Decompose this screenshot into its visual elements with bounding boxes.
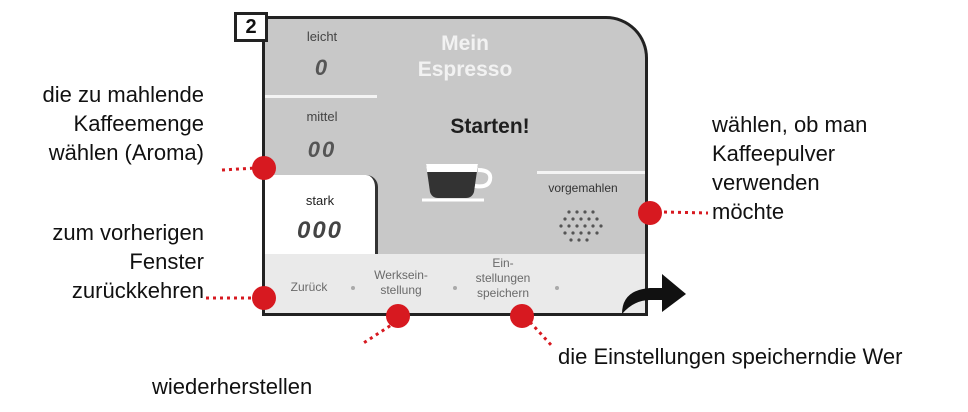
- callout-ground-line-1: wählen, ob man: [712, 112, 868, 137]
- marker-factory-reset: [386, 304, 410, 328]
- save-settings-line-1: Ein-: [492, 256, 514, 270]
- callout-back-line-3: zurückkehren: [71, 278, 204, 303]
- aroma-option-leicht[interactable]: leicht 0: [265, 19, 379, 97]
- callout-aroma: die zu mahlende Kaffeemenge wählen (Arom…: [8, 80, 204, 167]
- callout-ground-line-4: möchte: [712, 199, 785, 224]
- callout-ground-line-3: verwenden: [712, 170, 820, 195]
- aroma-label-leicht: leicht: [306, 29, 338, 44]
- separator-dot: [453, 286, 457, 290]
- marker-save-settings: [510, 304, 534, 328]
- coffee-cup-icon[interactable]: [420, 154, 500, 204]
- callout-save: die Einstellungen speicherndie Wer: [558, 344, 903, 369]
- bean-icon-two: 00: [307, 137, 337, 162]
- separator-dot: [351, 286, 355, 290]
- aroma-option-stark[interactable]: stark 000: [265, 175, 378, 255]
- device-screen: leicht 0 mittel 00 stark 000 Mein Espres…: [262, 16, 648, 316]
- marker-ground-coffee: [638, 201, 662, 225]
- save-settings-button[interactable]: Ein- stellungen speichern: [461, 256, 545, 301]
- aroma-label-stark: stark: [305, 193, 335, 208]
- ground-coffee-icon[interactable]: [557, 204, 609, 244]
- bean-icon-three: 000: [296, 217, 344, 244]
- callout-back-line-2: Fenster: [129, 249, 204, 274]
- marker-aroma: [252, 156, 276, 180]
- factory-reset-line-2: stellung: [380, 283, 422, 297]
- forward-arrow-icon[interactable]: [620, 268, 688, 316]
- back-button[interactable]: Zurück: [290, 280, 328, 294]
- marker-back: [252, 286, 276, 310]
- separator-dot: [555, 286, 559, 290]
- callout-restore: wiederherstellen: [152, 374, 313, 399]
- callout-ground-coffee: wählen, ob man Kaffeepulver verwenden mö…: [712, 110, 942, 226]
- title-line-1: Mein: [441, 32, 489, 55]
- callout-ground-line-2: Kaffeepulver: [712, 141, 836, 166]
- factory-reset-button[interactable]: Werksein- stellung: [363, 268, 439, 298]
- callout-back: zum vorherigen Fenster zurückkehren: [8, 218, 204, 305]
- callout-aroma-line-3: wählen (Aroma): [48, 140, 204, 165]
- aroma-label-mittel: mittel: [306, 109, 338, 124]
- divider: [537, 171, 645, 174]
- save-settings-line-2: stellungen: [475, 271, 531, 285]
- start-button[interactable]: Starten!: [450, 115, 530, 138]
- callout-back-line-1: zum vorherigen: [52, 220, 204, 245]
- aroma-option-mittel[interactable]: mittel 00: [265, 97, 379, 175]
- step-number-badge: 2: [234, 12, 268, 42]
- save-settings-line-3: speichern: [476, 286, 530, 300]
- factory-reset-line-1: Werksein-: [374, 268, 428, 282]
- bottom-bar: Zurück Werksein- stellung Ein- stellunge…: [265, 254, 645, 313]
- callout-aroma-line-2: Kaffeemenge: [73, 111, 204, 136]
- ground-coffee-label[interactable]: vorgemahlen: [548, 181, 618, 195]
- page-title: Mein Espresso: [375, 31, 555, 83]
- title-line-2: Espresso: [417, 58, 513, 81]
- callout-aroma-line-1: die zu mahlende: [42, 82, 204, 107]
- bean-icon-one: 0: [314, 55, 330, 80]
- aroma-sidebar: leicht 0 mittel 00 stark 000: [265, 19, 379, 255]
- divider: [265, 95, 377, 98]
